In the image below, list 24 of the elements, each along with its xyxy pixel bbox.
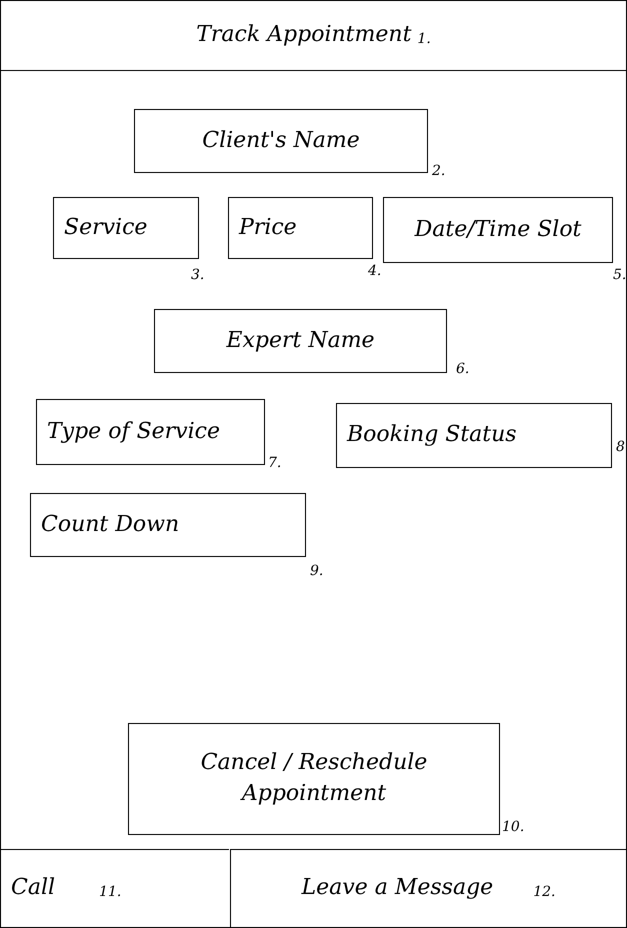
callout-number: 6. — [456, 361, 470, 377]
callout-number: 9. — [310, 563, 324, 579]
field-label: Service — [64, 214, 148, 242]
field-label: Client's Name — [202, 126, 360, 155]
screen-title: Track Appointment — [196, 21, 412, 50]
callout-number: 4. — [368, 263, 382, 279]
field-label: Date/Time Slot — [414, 216, 582, 244]
field-label: Call — [11, 874, 56, 902]
field-label: Count Down — [41, 510, 180, 539]
callout-number: 11. — [99, 882, 122, 902]
callout-number: 2. — [432, 163, 446, 179]
callout-number: 1. — [417, 30, 431, 49]
callout-number: 7. — [268, 455, 282, 471]
field-label: Price — [239, 214, 297, 242]
field-label: Type of Service — [47, 418, 220, 446]
field-label: Expert Name — [226, 326, 375, 355]
callout-number: 5. — [613, 267, 626, 283]
field-label: Booking Status — [347, 421, 517, 450]
field-label: Cancel / Reschedule Appointment — [200, 749, 428, 808]
field-label: Leave a Message — [302, 874, 494, 902]
callout-number: 12. — [533, 882, 556, 902]
callout-number: 3. — [191, 267, 204, 283]
callout-number: 10. — [502, 819, 524, 835]
callout-number: 8. — [616, 439, 626, 455]
